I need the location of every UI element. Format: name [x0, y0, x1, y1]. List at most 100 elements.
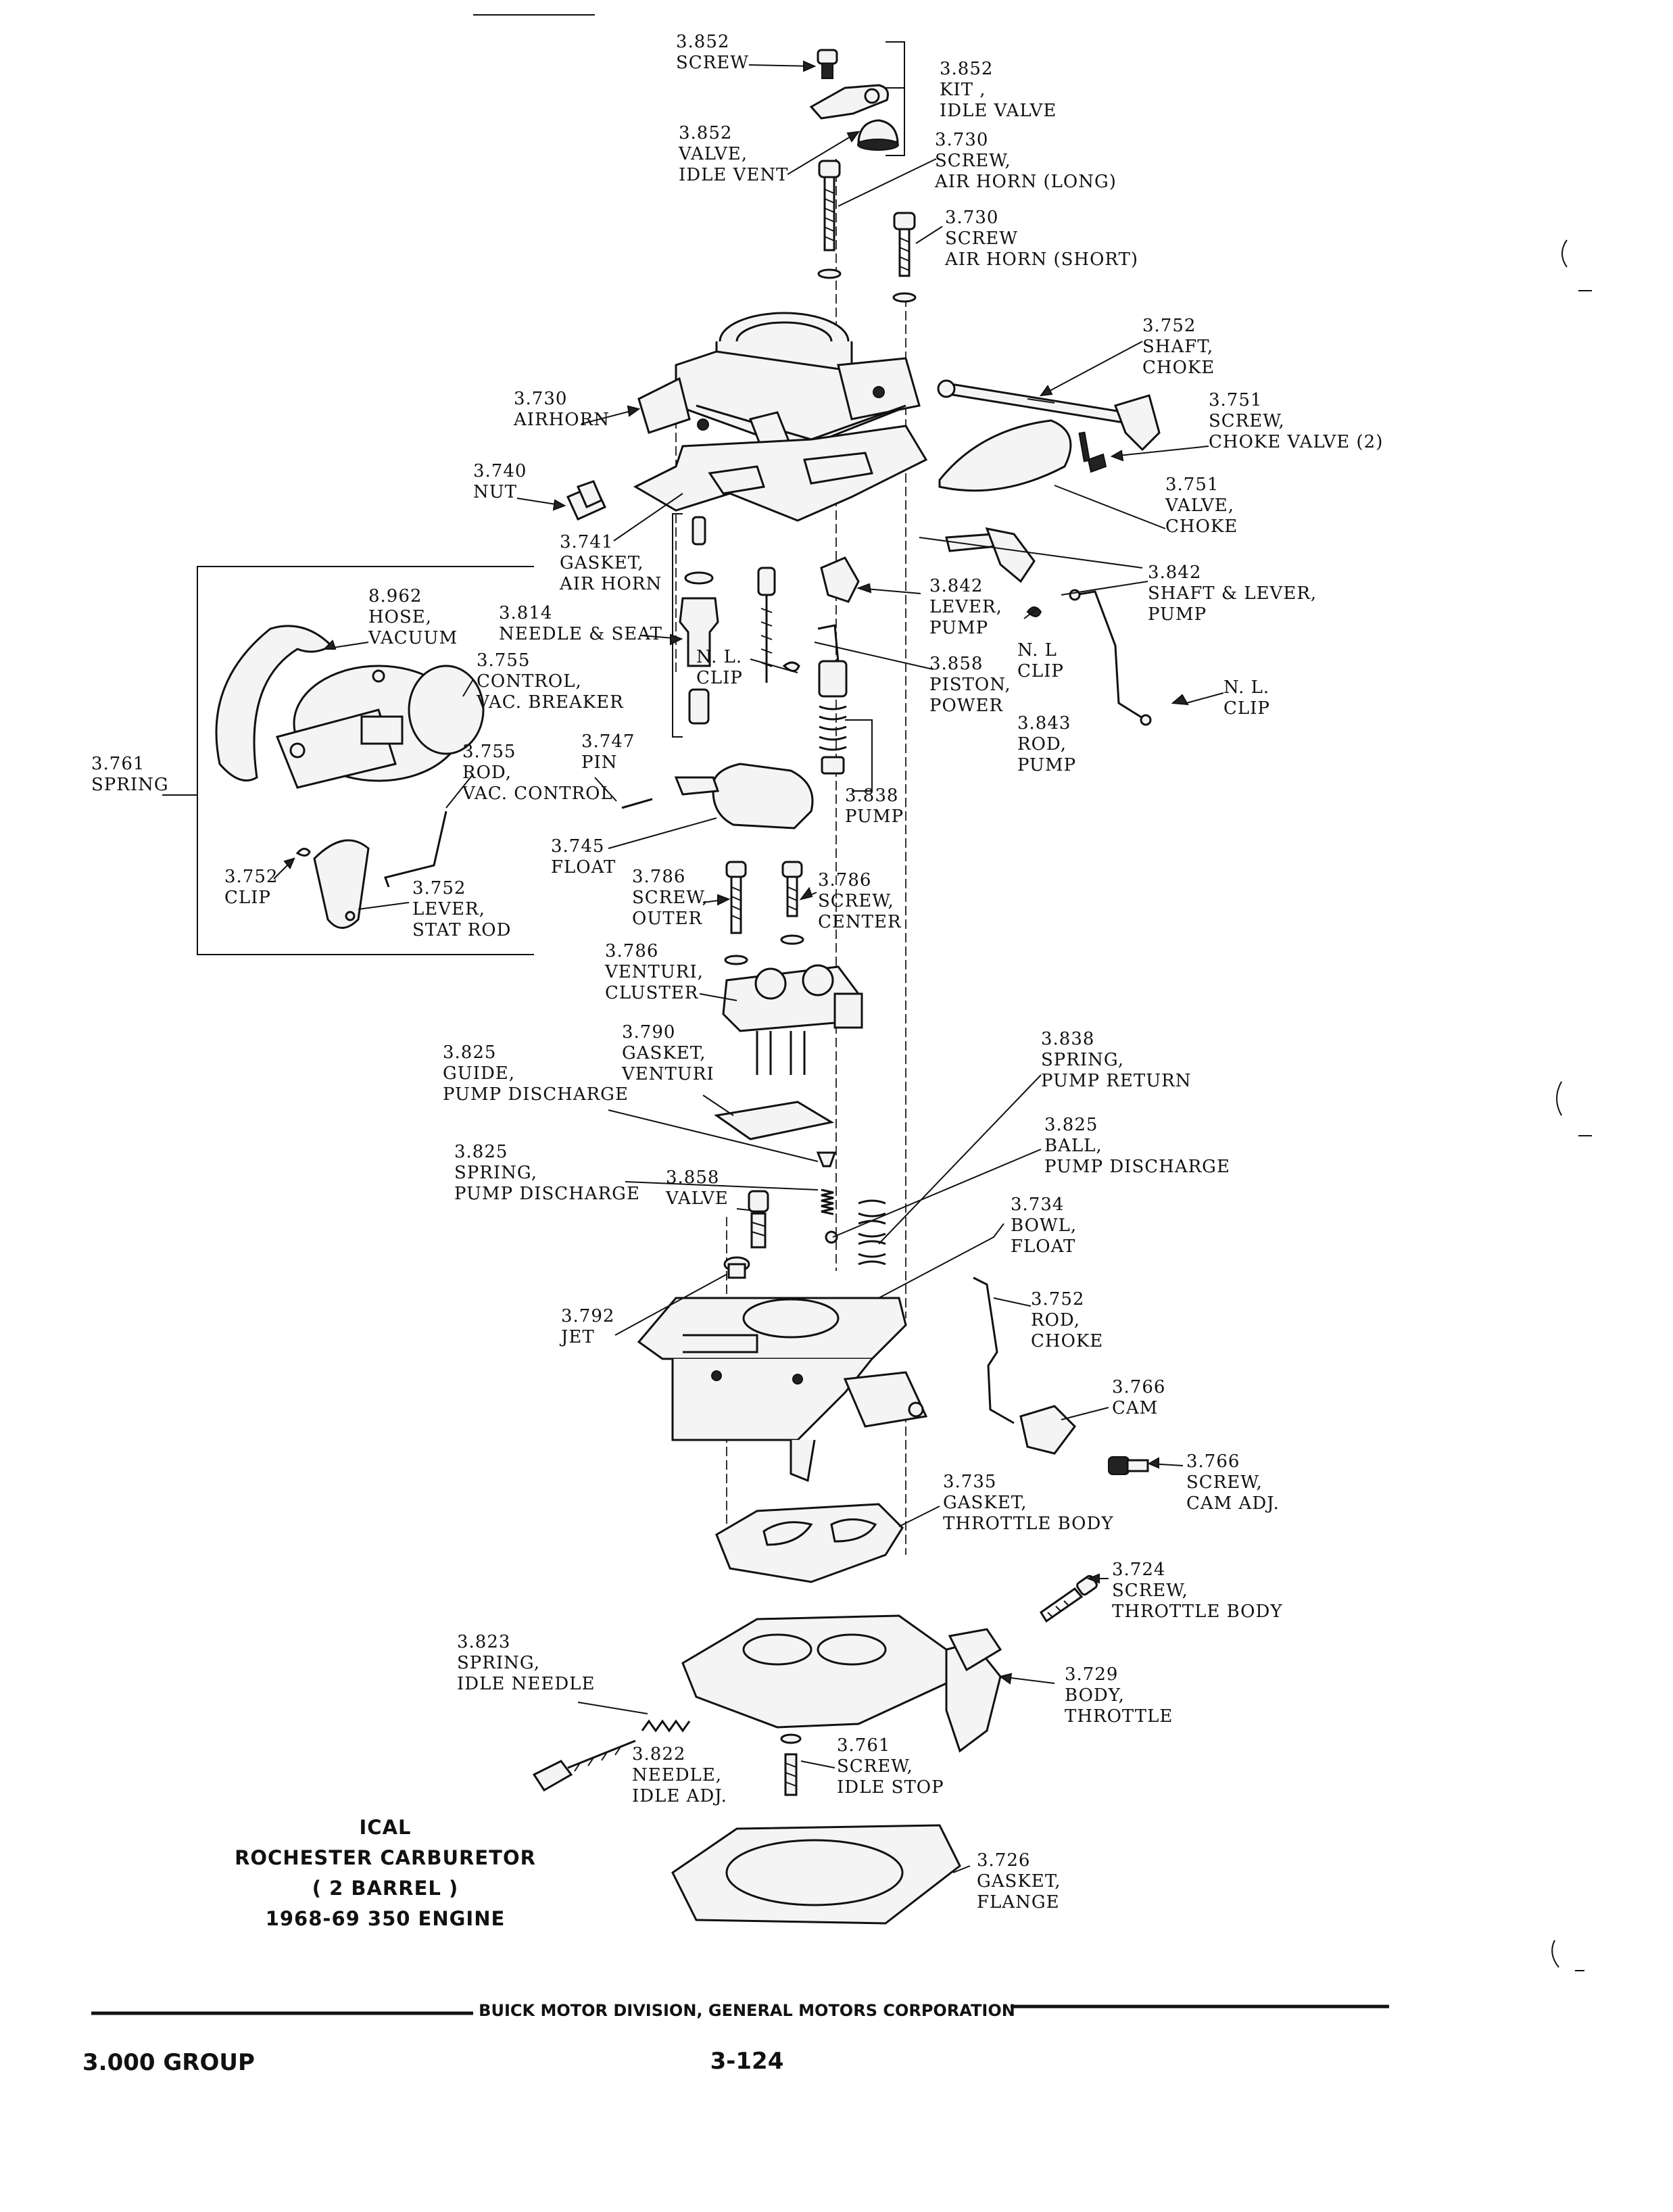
venturi-gasket-icon: [714, 1101, 835, 1140]
stat-rod-clip-icon: [295, 848, 311, 857]
part-name: CHOKE: [1031, 1331, 1103, 1351]
page-footer: BUICK MOTOR DIVISION, GENERAL MOTORS COR…: [82, 2001, 1389, 2076]
part-name: PUMP DISCHARGE: [454, 1184, 640, 1204]
part-name: IDLE ADJ.: [632, 1786, 727, 1806]
part-number: N. L: [1017, 640, 1057, 660]
part-number: 3.852: [676, 32, 729, 52]
part-number: 3.843: [1017, 713, 1071, 734]
caption-line-1: ICAL: [360, 1816, 412, 1839]
part-name: SPRING,: [454, 1163, 537, 1183]
part-name: CLUSTER: [605, 983, 699, 1003]
vacuum-control-rod-icon: [384, 811, 447, 888]
part-name: ROD,: [462, 763, 512, 783]
venturi-outer-screw-icon: [724, 861, 748, 965]
part-number: 3.814: [499, 603, 552, 623]
part-name: HOSE,: [368, 607, 432, 627]
page-marks: [473, 14, 1592, 1971]
callout-label: N. L.CLIP: [1223, 677, 1270, 719]
flange-gasket-icon: [671, 1824, 961, 1925]
pump-shaft-lever-icon: [945, 527, 1036, 583]
part-name: ROD,: [1017, 734, 1067, 754]
part-number: 3.752: [224, 867, 278, 887]
part-name: AIR HORN: [559, 574, 662, 594]
throttle-body-gasket-icon: [715, 1503, 904, 1583]
part-name: VALVE,: [678, 144, 748, 164]
pump-discharge-ball-icon: [825, 1230, 838, 1244]
part-number: 3.730: [945, 208, 998, 228]
part-name: SCREW,: [1209, 411, 1285, 431]
part-name: IDLE NEEDLE: [457, 1674, 595, 1694]
part-number: 3.729: [1065, 1664, 1118, 1685]
part-name: CHOKE: [1142, 358, 1215, 378]
part-number: 3.842: [1148, 562, 1201, 583]
vacuum-hose-icon: [215, 625, 333, 782]
figure-caption: ICAL ROCHESTER CARBURETOR ( 2 BARREL ) 1…: [235, 1816, 535, 1930]
choke-rod-icon: [973, 1276, 1015, 1424]
part-name: VAC. CONTROL: [462, 784, 613, 804]
part-number: 3.766: [1186, 1451, 1240, 1472]
part-number: 3.730: [935, 130, 988, 150]
part-number: 3.825: [443, 1042, 496, 1063]
part-name: VALVE,: [1165, 496, 1234, 516]
part-name: IDLE VENT: [679, 165, 788, 185]
part-number: 3.825: [454, 1142, 508, 1162]
part-number: 3.822: [632, 1744, 685, 1764]
pump-plunger-icon: [817, 624, 848, 775]
part-name: NEEDLE,: [632, 1765, 722, 1785]
float-bowl-icon: [637, 1297, 928, 1483]
pump-discharge-guide-icon: [816, 1151, 837, 1168]
part-name: LEVER,: [412, 899, 485, 919]
part-number: 3.858: [666, 1168, 719, 1188]
part-name: AIR HORN (LONG): [934, 172, 1117, 192]
part-name: SPRING,: [457, 1653, 540, 1673]
part-name: CLIP: [696, 668, 743, 688]
part-number: 3.825: [1044, 1115, 1098, 1135]
part-name: GASKET,: [977, 1871, 1061, 1892]
part-name: PUMP RETURN: [1041, 1071, 1191, 1091]
part-name: SCREW,: [935, 151, 1011, 171]
cam-adjust-screw-icon: [1108, 1456, 1149, 1475]
part-name: VALVE: [665, 1188, 729, 1209]
throttle-body-screw-icon: [1039, 1574, 1098, 1623]
power-valve-icon: [748, 1190, 769, 1249]
part-name: CAM ADJ.: [1186, 1493, 1280, 1514]
part-name: KIT ,: [940, 80, 986, 100]
part-name: VENTURI: [621, 1064, 714, 1084]
caption-line-3: ( 2 BARREL ): [312, 1877, 458, 1900]
part-name: SCREW,: [1112, 1581, 1188, 1601]
part-name: SPRING,: [1041, 1050, 1124, 1070]
footer-group: 3.000 GROUP: [82, 2049, 255, 2076]
part-number: 8.962: [368, 586, 422, 606]
part-name: BALL,: [1044, 1136, 1102, 1156]
needle-seat-assembly-icon: [672, 513, 719, 738]
part-name: SCREW,: [837, 1756, 913, 1777]
part-number: 3.734: [1011, 1195, 1064, 1215]
part-name: ROD,: [1031, 1310, 1080, 1330]
air-horn-gasket-icon: [633, 425, 928, 522]
part-name: SCREW: [945, 229, 1018, 249]
part-name: PIN: [581, 752, 618, 773]
part-number: 3.842: [929, 576, 983, 596]
part-name: THROTTLE BODY: [1112, 1602, 1283, 1622]
